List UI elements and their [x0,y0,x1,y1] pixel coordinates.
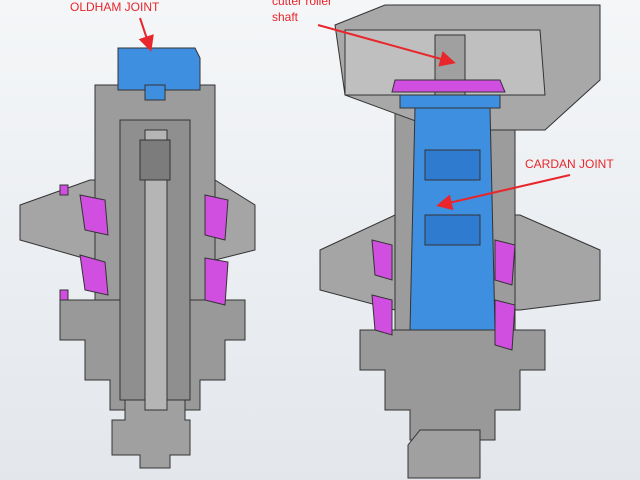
cutter-roller-label-line2: shaft [272,10,299,24]
cardan-arrow [436,174,571,211]
callout-arrows [138,17,571,211]
oldham-joint-label: OLDHAM JOINT [70,0,160,14]
oldham-joint-part [117,47,201,91]
oldham-assembly [19,47,256,469]
oldham-arrow [138,17,154,52]
cardan-assembly [319,4,601,479]
cutter-arrow [317,24,456,67]
seals-right [371,79,516,351]
cardan-joint-label: CARDAN JOINT [525,157,614,171]
cutter-roller-label-line1: cutter roller [272,0,333,8]
seals-left [59,184,229,306]
